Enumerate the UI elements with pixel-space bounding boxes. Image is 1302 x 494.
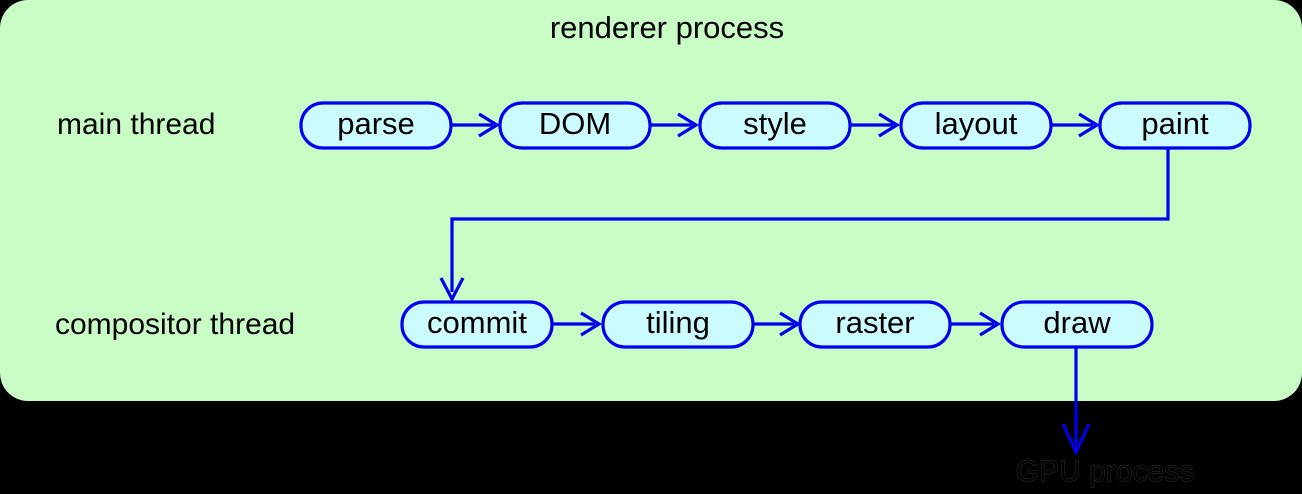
- edge-paint-to-commit: [450, 148, 1170, 292]
- arrowhead-dom-to-style: [677, 112, 700, 138]
- node-raster-label: raster: [835, 305, 914, 340]
- arrowhead-tiling-to-raster: [779, 311, 802, 337]
- arrowhead-paint-to-commit: [439, 277, 465, 303]
- arrowhead-parse-to-dom: [478, 112, 501, 138]
- node-paint-label: paint: [1141, 106, 1209, 141]
- thread-label-compositor: compositor thread: [55, 308, 295, 341]
- node-layout-label: layout: [935, 106, 1018, 141]
- node-dom-label: DOM: [539, 106, 611, 141]
- arrowhead-raster-to-draw: [979, 311, 1002, 337]
- thread-label-main: main thread: [57, 108, 215, 141]
- page-title: renderer process: [550, 10, 784, 45]
- arrowhead-draw-to-gpu-process: [1061, 423, 1091, 456]
- node-style-label: style: [743, 106, 807, 141]
- gpu-process-label: GPU process: [1016, 455, 1194, 488]
- arrowhead-layout-to-paint: [1078, 112, 1101, 138]
- renderer-process-panel: [0, 0, 1302, 401]
- node-commit-label: commit: [427, 305, 527, 340]
- node-tiling-label: tiling: [646, 305, 710, 340]
- node-paint[interactable]: [1098, 101, 1252, 150]
- arrowhead-style-to-layout: [878, 112, 901, 138]
- arrowhead-commit-to-tiling: [580, 311, 603, 337]
- node-draw-label: draw: [1043, 305, 1111, 340]
- node-parse-label: parse: [337, 106, 415, 141]
